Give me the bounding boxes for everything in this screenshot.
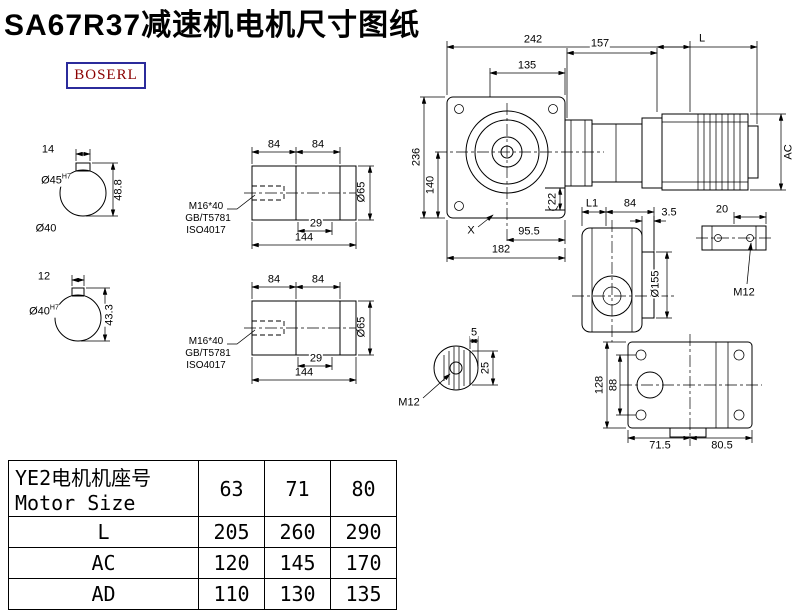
table-header-en: Motor Size — [15, 491, 136, 515]
dim-shaft2-bore: Ø40H7 — [28, 304, 60, 318]
dim-shaft1-key-height: 48.8 — [112, 178, 125, 202]
table-row-AC: AC 120 145 170 — [8, 547, 397, 579]
dim-side-3-5: 3.5 — [660, 206, 678, 219]
dim-shaft2-key-width: 12 — [36, 270, 52, 283]
dim-bottom-71-5: 71.5 — [648, 439, 672, 452]
table-cell: 290 — [330, 516, 397, 548]
view-gearbox-bottom — [603, 334, 762, 446]
dim-main-X: X — [466, 224, 476, 237]
view-key-section — [422, 336, 498, 399]
dim-main-L: L — [697, 32, 707, 45]
dim-stub1-29: 29 — [308, 217, 324, 230]
dim-stub1-dia: Ø65 — [355, 180, 368, 204]
view-main-assembly — [420, 41, 786, 262]
table-row-label: AD — [8, 578, 199, 610]
dim-shaft2-bore-tolerance: H7 — [49, 304, 59, 312]
table-cell: 205 — [198, 516, 265, 548]
dim-main-157: 157 — [589, 37, 611, 50]
dim-side-flange-dia: Ø155 — [649, 269, 662, 299]
dim-main-135: 135 — [516, 59, 538, 72]
dim-main-242: 242 — [522, 33, 544, 46]
dim-main-AC: AC — [782, 143, 795, 161]
table-row-AD: AD 110 130 135 — [8, 578, 397, 610]
table-row-label: AC — [8, 547, 199, 579]
table-cell: 260 — [264, 516, 331, 548]
dim-stub1-std-iso: ISO4017 — [185, 225, 227, 236]
table-header-row: YE2电机机座号 Motor Size 63 71 80 — [8, 460, 397, 517]
dim-main-140: 140 — [424, 174, 437, 196]
table-cell: 135 — [330, 578, 397, 610]
dim-stub2-84a: 84 — [266, 273, 282, 286]
dim-bottom-80-5: 80.5 — [710, 439, 734, 452]
dim-stub1-84a: 84 — [266, 138, 282, 151]
dim-shaft1-bore-value: Ø45 — [41, 174, 62, 187]
table-cell: 145 — [264, 547, 331, 579]
dim-stub2-thread: M16*40 — [187, 336, 225, 347]
table-size-71: 71 — [264, 460, 331, 517]
dim-stub2-84b: 84 — [310, 273, 326, 286]
dim-bottom-128: 128 — [593, 374, 606, 396]
dim-key-25: 25 — [479, 360, 492, 376]
dim-shaft2-bore-value: Ø40 — [29, 305, 50, 318]
dim-shaft2-key-height: 43.3 — [103, 303, 116, 327]
dim-stub1-84b: 84 — [310, 138, 326, 151]
table-row-L: L 205 260 290 — [8, 516, 397, 548]
motor-size-table: YE2电机机座号 Motor Size 63 71 80 L 205 260 2… — [8, 460, 397, 610]
table-header-motor-size: YE2电机机座号 Motor Size — [8, 460, 199, 517]
view-shaft-section-2 — [54, 275, 110, 342]
brand-logo: BOSERL — [66, 62, 146, 89]
dim-main-22: 22 — [546, 191, 559, 207]
table-size-63: 63 — [198, 460, 265, 517]
dim-stub2-144: 144 — [293, 366, 315, 379]
view-shaft-section-1 — [59, 149, 118, 217]
dim-side-84: 84 — [622, 197, 638, 210]
view-gearbox-side — [572, 207, 772, 342]
page-title: SA67R37减速机电机尺寸图纸 — [4, 9, 421, 42]
table-cell: 130 — [264, 578, 331, 610]
dim-stub1-thread: M16*40 — [187, 201, 225, 212]
dim-shaft1-od: Ø40 — [34, 222, 58, 235]
dim-shaft1-bore-tolerance: H7 — [61, 173, 71, 181]
view-shaft-stub-2 — [227, 282, 374, 384]
dim-shaft1-key-width: 14 — [40, 143, 56, 156]
dim-key-5: 5 — [469, 326, 479, 339]
table-size-80: 80 — [330, 460, 397, 517]
dim-main-236: 236 — [410, 146, 423, 168]
table-header-cn: YE2电机机座号 — [15, 466, 152, 490]
dim-stub1-std-gb: GB/T5781 — [184, 213, 232, 224]
dim-stub2-dia: Ø65 — [355, 315, 368, 339]
dim-stub2-std-iso: ISO4017 — [185, 360, 227, 371]
dim-main-182: 182 — [490, 243, 512, 256]
dim-main-95-5: 95.5 — [517, 225, 541, 238]
table-cell: 170 — [330, 547, 397, 579]
dim-stub2-29: 29 — [308, 352, 324, 365]
dim-stub2-std-gb: GB/T5781 — [184, 348, 232, 359]
table-row-label: L — [8, 516, 199, 548]
dim-side-L1: L1 — [584, 197, 600, 210]
table-cell: 120 — [198, 547, 265, 579]
dim-shaft1-bore: Ø45H7 — [40, 173, 72, 187]
view-shaft-stub-1 — [227, 147, 374, 249]
dim-side-20: 20 — [714, 203, 730, 216]
table-cell: 110 — [198, 578, 265, 610]
dim-stub1-144: 144 — [293, 231, 315, 244]
dim-side-m12: M12 — [732, 286, 756, 299]
dim-bottom-88: 88 — [607, 377, 620, 393]
dim-key-m12: M12 — [397, 396, 421, 409]
